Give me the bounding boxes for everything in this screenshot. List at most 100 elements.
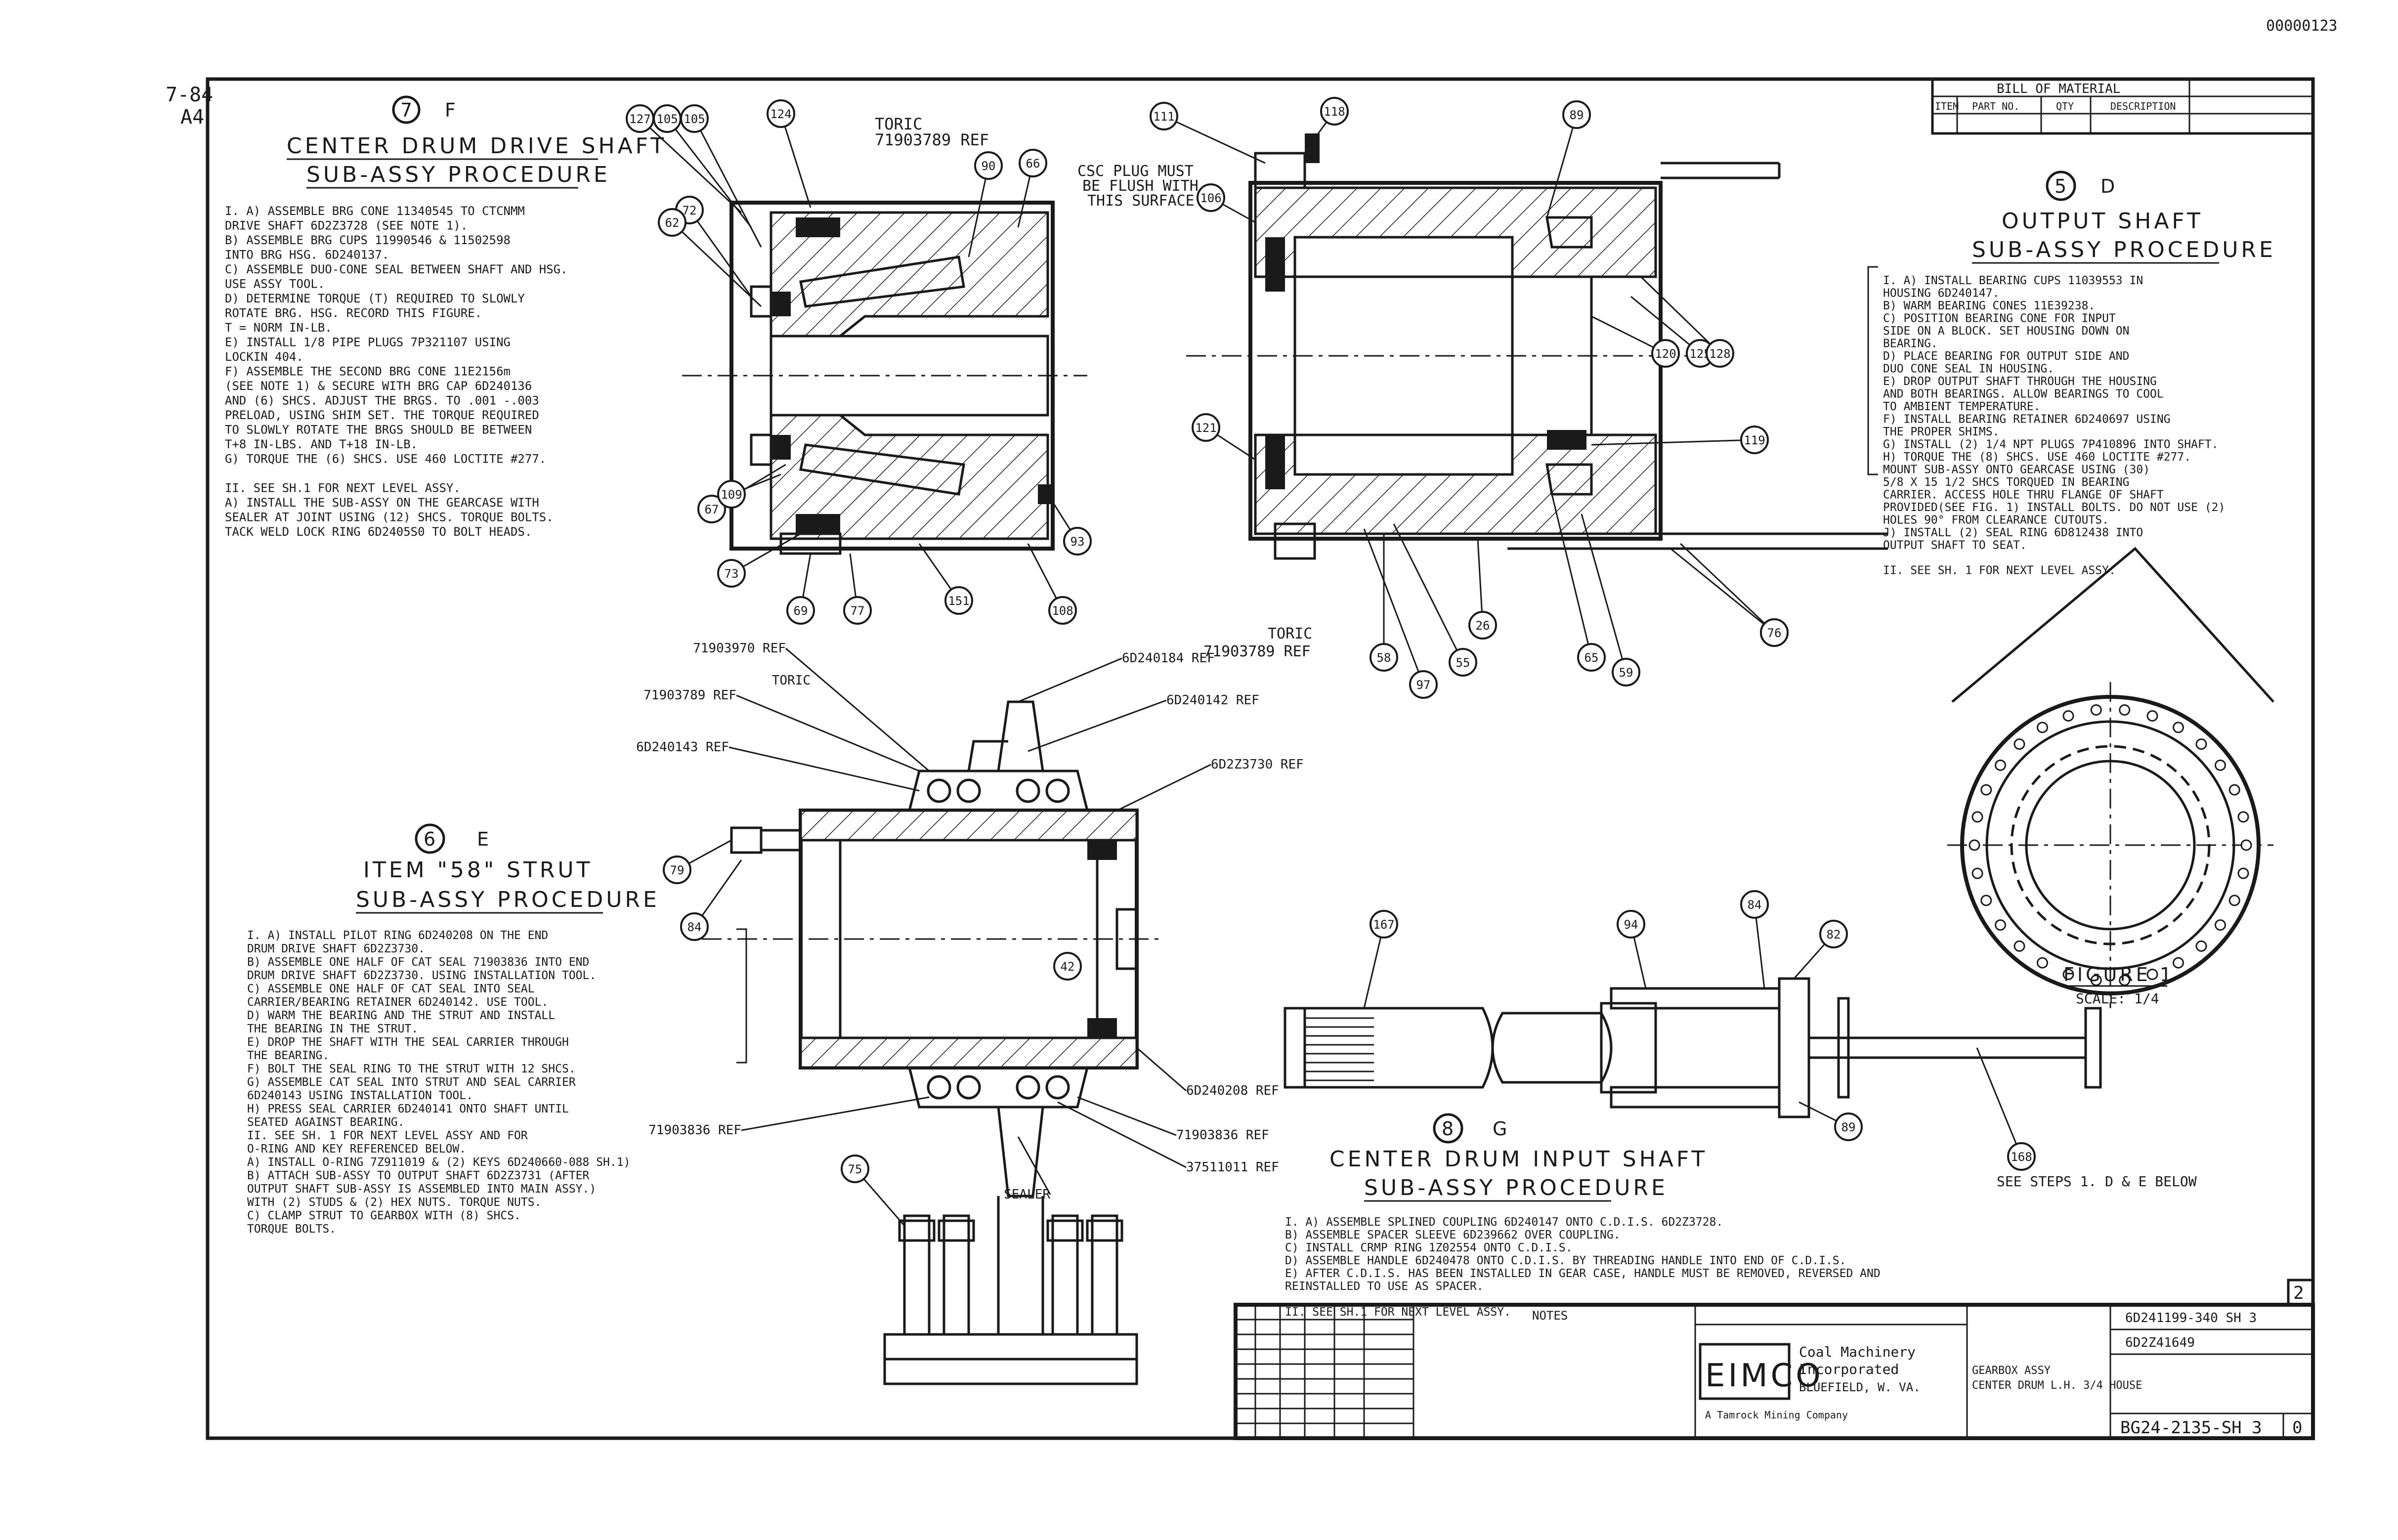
output-step-line: THE PROPER SHIMS.	[1883, 426, 1999, 438]
strut-callout-balloon	[680, 912, 709, 941]
drive-step-line: USE ASSY TOOL.	[225, 277, 325, 291]
drive-callout-label: 108	[1052, 604, 1073, 618]
output-callout-label: 97	[1416, 678, 1431, 692]
drive-step-line: PRELOAD, USING SHIM SET. THE TORQUE REQU…	[225, 408, 539, 422]
strut-callout-label: 79	[670, 863, 685, 877]
drive-callout-balloon	[974, 151, 1003, 180]
drive-callout-label: 151	[948, 594, 969, 608]
drive-callout-balloon	[786, 596, 815, 625]
output-callout-label: 128	[1709, 347, 1730, 361]
notes-header: NOTES	[1532, 1309, 1568, 1323]
drive-callout-label: 66	[1026, 157, 1040, 171]
sheet-number: 2	[2293, 1283, 2304, 1303]
company-line-3: BLUEFIELD, W. VA.	[1799, 1380, 1921, 1394]
output-step-line: C) POSITION BEARING CONE FOR INPUT	[1883, 312, 2116, 325]
strut-callout-balloon	[663, 856, 691, 884]
strut-ref-label: 71903836 REF	[648, 1123, 741, 1138]
input-steps: I. A) ASSEMBLE SPLINED COUPLING 6D240147…	[1285, 1216, 1881, 1319]
input-step-line: D) ASSEMBLE HANDLE 6D240478 ONTO C.D.I.S…	[1285, 1254, 1846, 1267]
drive-step-line: G) TORQUE THE (6) SHCS. USE 460 LOCTITE …	[225, 452, 546, 466]
drive-step-line: I. A) ASSEMBLE BRG CONE 11340545 TO CTCN…	[225, 204, 525, 218]
drive-step-line: TO SLOWLY ROTATE THE BRGS SHOULD BE BETW…	[225, 423, 532, 437]
output-callout-balloon	[1651, 339, 1680, 368]
output-callout-label: 89	[1570, 108, 1584, 122]
strut-step-line: DRUM DRIVE SHAFT 6D2Z3730.	[247, 942, 425, 955]
input-callout-label: 82	[1827, 928, 1841, 941]
strut-step-line: C) CLAMP STRUT TO GEARBOX WITH (8) SHCS.	[247, 1209, 521, 1222]
output-callout-balloon	[1612, 658, 1640, 686]
drive-step-line: LOCKIN 404.	[225, 350, 303, 364]
input-step-line: E) AFTER C.D.I.S. HAS BEEN INSTALLED IN …	[1285, 1267, 1881, 1280]
output-step-line: HOLES 90° FROM CLEARANCE CUTOUTS.	[1883, 514, 2109, 527]
output-callout-label: 111	[1153, 110, 1174, 124]
strut-step-line: I. A) INSTALL PILOT RING 6D240208 ON THE…	[247, 929, 548, 942]
strut-ref-label: 71903789 REF	[643, 688, 736, 703]
output-callout-label: 65	[1584, 651, 1599, 665]
output-torque-note: TORIC	[1268, 625, 1312, 642]
strut-step-line: OUTPUT SHAFT SUB-ASSY IS ASSEMBLED INTO …	[247, 1183, 596, 1196]
output-callout-balloon	[1370, 643, 1398, 672]
strut-bolts	[883, 1196, 1138, 1385]
output-step-line: E) DROP OUTPUT SHAFT THROUGH THE HOUSING	[1883, 375, 2157, 388]
output-plug-note-2: BE FLUSH WITH	[1082, 177, 1199, 195]
output-torque-ref: 71903789 REF	[1203, 643, 1311, 660]
output-callout-label: 55	[1456, 656, 1470, 670]
output-callouts: 1111188910612012512812111926589755655910…	[1150, 97, 1789, 699]
drive-callout-balloon	[944, 586, 973, 615]
output-step-line: AND BOTH BEARINGS. ALLOW BEARINGS TO COO…	[1883, 388, 2164, 401]
input-see-steps: SEE STEPS 1. D & E BELOW	[1997, 1173, 2197, 1190]
drawing-id-top-right: 00000123	[2266, 17, 2338, 35]
drive-callout-label: 105	[684, 112, 705, 126]
company-line-2: Incorporated	[1799, 1361, 1899, 1377]
drive-callout-balloon	[680, 104, 709, 133]
output-step-line: F) INSTALL BEARING RETAINER 6D240697 USI…	[1883, 413, 2171, 426]
strut-step-line: E) DROP THE SHAFT WITH THE SEAL CARRIER …	[247, 1036, 569, 1049]
output-callout-balloon	[1760, 618, 1789, 647]
strut-steps: I. A) INSTALL PILOT RING 6D240208 ON THE…	[247, 929, 630, 1236]
strut-callout-label: 42	[1061, 960, 1075, 974]
input-callout-label: 84	[1748, 898, 1762, 912]
input-callout-balloon	[1740, 890, 1769, 919]
output-step-line: B) WARM BEARING CONES 11E39238.	[1883, 299, 2095, 312]
corner-mark-top: 7-84	[166, 84, 213, 106]
company-line-1: Coal Machinery	[1799, 1344, 1916, 1360]
title-block: NOTES EIMCO Coal Machinery Incorporated …	[1234, 1279, 2315, 1440]
strut-ref-label: 6D240143 REF	[636, 740, 729, 755]
output-step-line: D) PLACE BEARING FOR OUTPUT SIDE AND	[1883, 350, 2130, 363]
output-step-line: 5/8 X 15 1/2 SHCS TORQUED IN BEARING	[1883, 476, 2130, 489]
strut-ref-label: 37511011 REF	[1186, 1160, 1279, 1175]
output-callout-label: 120	[1655, 347, 1676, 361]
drive-step-line: ROTATE BRG. HSG. RECORD THIS FIGURE.	[225, 306, 482, 320]
input-callout-label: 167	[1373, 918, 1394, 932]
output-step-line: OUTPUT SHAFT TO SEAT.	[1883, 539, 2027, 552]
strut-ref-label: 71903836 REF	[1176, 1128, 1269, 1143]
output-step-line: TO AMBIENT TEMPERATURE.	[1883, 400, 2041, 413]
strut-step-line: 6D240143 USING INSTALLATION TOOL.	[247, 1089, 473, 1102]
strut-step-line: THE BEARING IN THE STRUT.	[247, 1023, 418, 1035]
drive-step-line: F) ASSEMBLE THE SECOND BRG CONE 11E2156m	[225, 365, 511, 379]
strut-step-line: D) WARM THE BEARING AND THE STRUT AND IN…	[247, 1009, 555, 1022]
strut-step-line: G) ASSEMBLE CAT SEAL INTO STRUT AND SEAL…	[247, 1076, 576, 1089]
drive-step-line: T+8 IN-LBS. AND T+18 IN-LB.	[225, 437, 418, 451]
drive-shaft-cross-section	[682, 201, 1087, 555]
output-callout-balloon	[1449, 648, 1477, 677]
output-callout-label: 58	[1377, 651, 1391, 665]
drive-step-line: T = NORM IN-LB.	[225, 321, 332, 335]
drive-step-line: E) INSTALL 1/8 PIPE PLUGS 7P321107 USING	[225, 336, 511, 349]
revision: 0	[2292, 1418, 2302, 1438]
drive-step-line: TACK WELD LOCK RING 6D2405S0 TO BOLT HEA…	[225, 525, 532, 539]
output-step-line: PROVIDED(SEE FIG. 1) INSTALL BOLTS. DO N…	[1883, 501, 2225, 514]
strut-step-line: F) BOLT THE SEAL RING TO THE STRUT WITH …	[247, 1063, 576, 1075]
drive-callout-label: 90	[982, 159, 996, 173]
drive-callout-label: 73	[725, 567, 739, 581]
output-section-letter: D	[2100, 175, 2118, 197]
output-step-line: DUO CONE SEAL IN HOUSING.	[1883, 363, 2054, 376]
input-section-letter: G	[1493, 1118, 1510, 1140]
drive-callout-label: 93	[1071, 535, 1085, 549]
output-step-number: 5	[2055, 175, 2069, 197]
part-number: 6D241199-340 SH 3	[2125, 1311, 2257, 1326]
parent-company: A Tamrock Mining Company	[1705, 1409, 1848, 1421]
strut-ref-label: 71903970 REF	[693, 641, 786, 656]
drive-callout-balloon	[767, 99, 795, 128]
